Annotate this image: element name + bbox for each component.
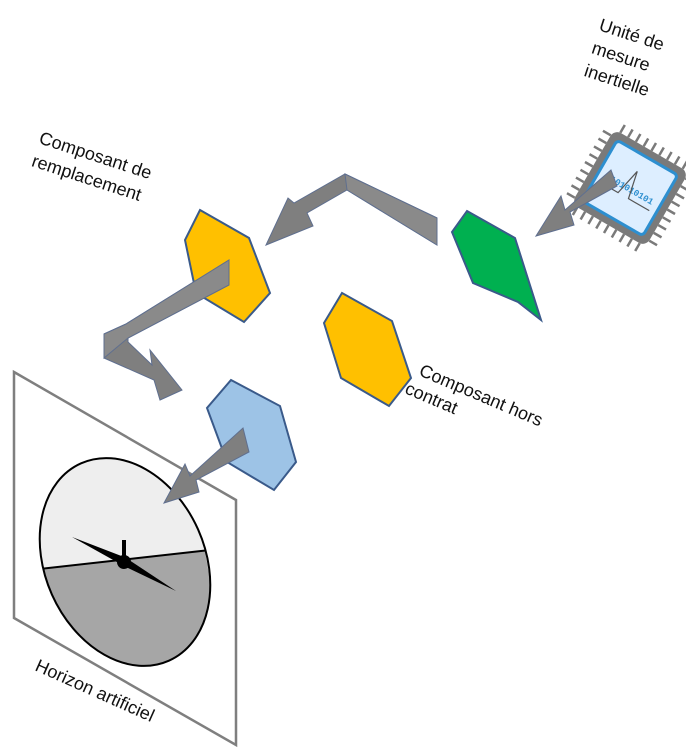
- chip-pin: [648, 239, 658, 247]
- chip-pin: [650, 142, 658, 152]
- out-of-contract-label: Composant hors contrat: [402, 360, 546, 430]
- horizon-dial: [38, 457, 212, 667]
- replacement-label: Composant de remplacement: [29, 128, 154, 205]
- chip-pin: [587, 215, 594, 225]
- chip-pin: [626, 238, 633, 248]
- chip-pin: [634, 242, 641, 252]
- chip-pin: [666, 208, 676, 216]
- chip-pin: [658, 146, 665, 156]
- chip-pin: [634, 133, 642, 143]
- chip-pin: [680, 185, 686, 192]
- imu-label: Unité de mesure inertielle: [582, 15, 667, 100]
- chip-pin: [618, 233, 626, 243]
- chip-pin: [675, 192, 685, 200]
- chip-pin: [681, 160, 686, 170]
- chip-pin: [671, 200, 681, 208]
- arrow-blue-to-horizon: [162, 427, 250, 504]
- chip-pin: [593, 145, 603, 152]
- out-of-contract-component-hexagon: [322, 291, 413, 408]
- chip-pin: [570, 184, 580, 191]
- chip-pin: [610, 229, 618, 239]
- chip-face: [582, 140, 678, 236]
- chip-pin: [584, 160, 594, 168]
- arrow-replacement-to-blue: [103, 259, 230, 401]
- chip-pin: [575, 176, 585, 184]
- chip-pin: [627, 128, 634, 138]
- chip-pin: [579, 168, 589, 176]
- chip-pin: [673, 155, 681, 165]
- chip-pin: [595, 220, 602, 230]
- chip-wave-icon: [600, 171, 650, 212]
- chip-pin: [619, 124, 626, 134]
- chip-pin: [566, 192, 576, 199]
- artificial-horizon: Horizon artificiel: [12, 369, 238, 748]
- chip-pin: [602, 224, 610, 234]
- chip-pin: [579, 211, 587, 221]
- chip-pin: [597, 137, 607, 145]
- chip-pin: [657, 224, 667, 231]
- chip-pin: [642, 137, 650, 147]
- imu-chip: 0101010101: [566, 124, 686, 252]
- chip-pin: [602, 129, 612, 137]
- chip-pin: [653, 231, 663, 239]
- chip-pin: [588, 153, 598, 160]
- arrow-green-to-replacement: [265, 173, 438, 246]
- blue-component-hexagon: [205, 378, 298, 492]
- aircraft-symbol-icon: [72, 537, 176, 591]
- arrow-imu-to-green: [534, 169, 618, 237]
- chip-pin: [662, 216, 672, 223]
- green-component-hexagon: [450, 209, 543, 323]
- chip-pin: [666, 151, 673, 161]
